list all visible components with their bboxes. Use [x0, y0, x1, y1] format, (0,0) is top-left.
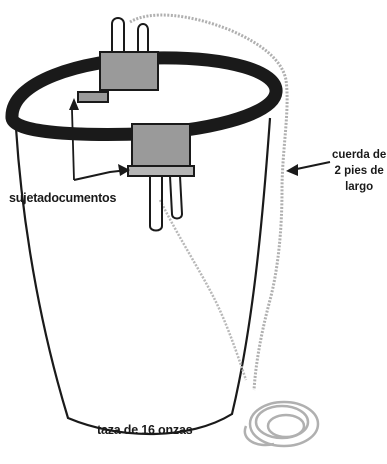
- binder-clip-front: [128, 124, 194, 231]
- string-label: cuerda de 2 pies de largo: [332, 147, 386, 195]
- string-strand-2: [160, 200, 246, 380]
- cup-label: taza de 16 onzas: [97, 423, 192, 437]
- clip-label: sujetadocumentos: [9, 191, 116, 205]
- string-label-line-3: largo: [332, 179, 386, 195]
- string-label-line-1: cuerda de: [332, 147, 386, 163]
- string-coil: [245, 402, 318, 446]
- string-label-line-2: 2 pies de: [332, 163, 386, 179]
- string-label-arrow: [286, 162, 330, 176]
